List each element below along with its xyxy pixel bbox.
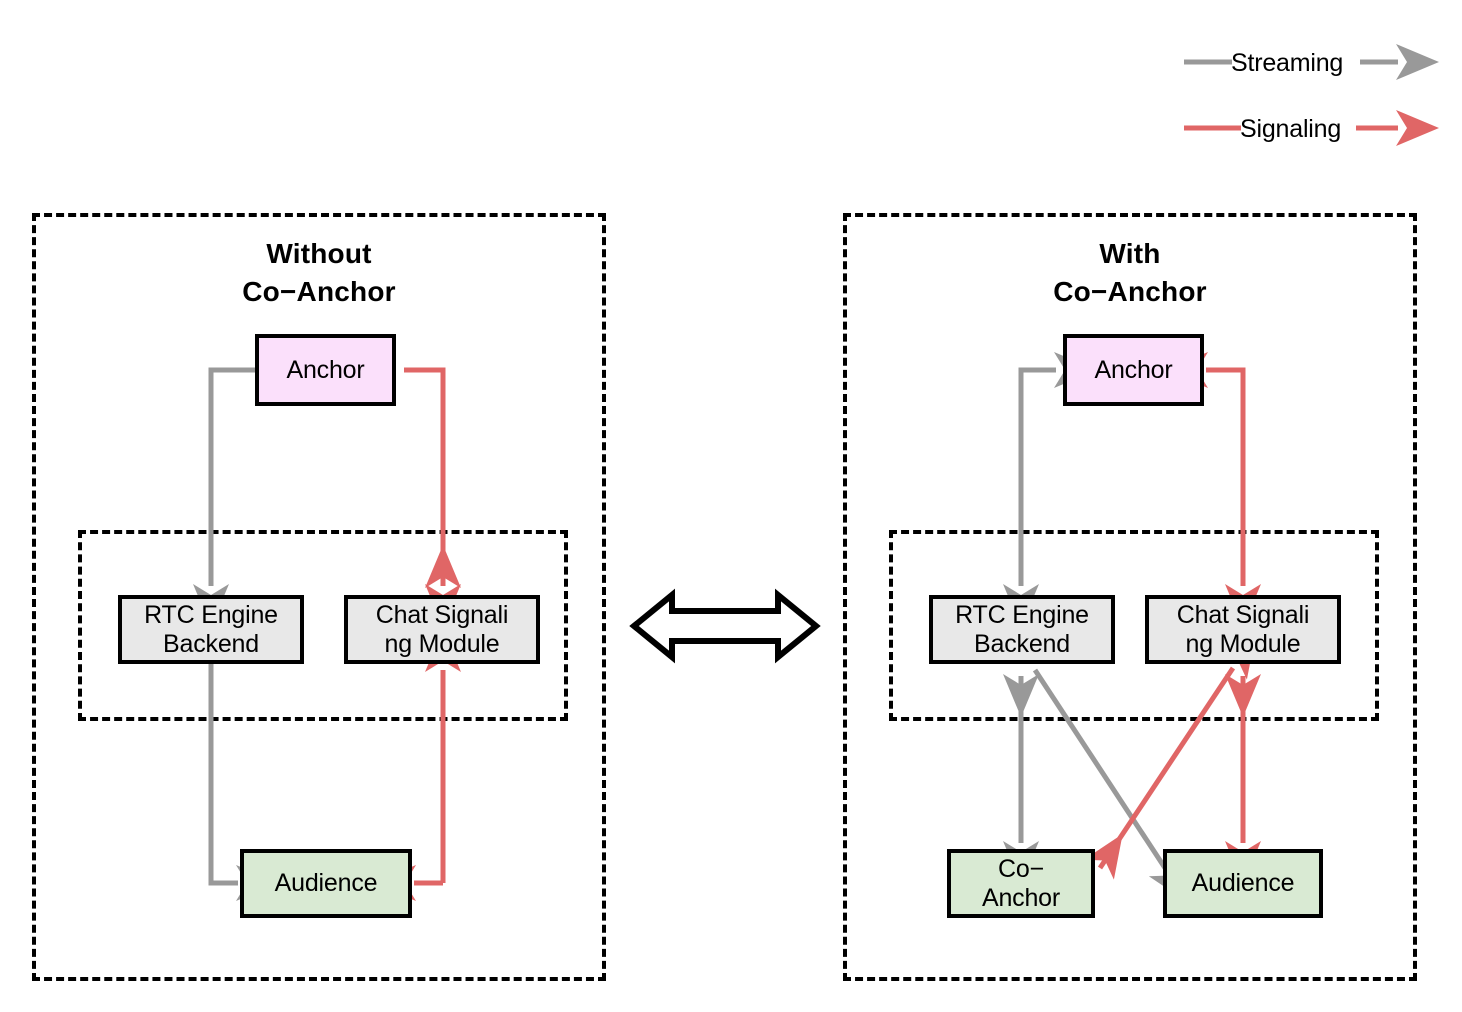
- with-co-anchor-node[interactable]: Co− Anchor: [947, 849, 1095, 918]
- panel-with-title-line2: Co−Anchor: [1053, 275, 1207, 307]
- with-rtc-engine-node[interactable]: RTC Engine Backend: [929, 595, 1115, 664]
- without-anchor-label: Anchor: [286, 355, 365, 384]
- panel-with-title-line1: With: [1099, 238, 1161, 269]
- with-anchor-node[interactable]: Anchor: [1063, 334, 1204, 406]
- with-chat-signaling-node[interactable]: Chat Signali ng Module: [1145, 595, 1341, 664]
- with-audience-node[interactable]: Audience: [1163, 849, 1323, 918]
- without-chat-label-line1: Chat Signali: [375, 600, 509, 629]
- without-audience-label: Audience: [274, 869, 378, 898]
- without-rtc-label-line1: RTC Engine: [144, 600, 278, 629]
- panel-without-co-anchor: [32, 213, 606, 981]
- without-anchor-node[interactable]: Anchor: [255, 334, 396, 406]
- with-rtc-label-line2: Backend: [974, 629, 1070, 658]
- panel-with-title: With Co−Anchor: [843, 235, 1417, 311]
- legend-label-signaling: Signaling: [1240, 115, 1342, 143]
- with-anchor-label: Anchor: [1094, 355, 1173, 384]
- legend-label-streaming: Streaming: [1231, 49, 1344, 77]
- without-audience-node[interactable]: Audience: [240, 849, 412, 918]
- panel-without-title: Without Co−Anchor: [32, 235, 606, 311]
- without-chat-signaling-node[interactable]: Chat Signali ng Module: [344, 595, 540, 664]
- without-chat-label-line2: ng Module: [384, 629, 500, 658]
- without-rtc-label-line2: Backend: [163, 629, 259, 658]
- with-chat-label-line2: ng Module: [1185, 629, 1301, 658]
- panel-without-title-line2: Co−Anchor: [242, 275, 396, 307]
- with-co-anchor-label-line2: Anchor: [981, 883, 1060, 912]
- without-rtc-engine-node[interactable]: RTC Engine Backend: [118, 595, 304, 664]
- panel-with-co-anchor: [843, 213, 1417, 981]
- panel-without-title-line1: Without: [266, 238, 372, 269]
- panel-without-server-group: [78, 530, 568, 721]
- with-co-anchor-label-line1: Co−: [998, 854, 1044, 883]
- with-chat-label-line1: Chat Signali: [1176, 600, 1310, 629]
- with-audience-label: Audience: [1191, 869, 1295, 898]
- with-rtc-label-line1: RTC Engine: [955, 600, 1089, 629]
